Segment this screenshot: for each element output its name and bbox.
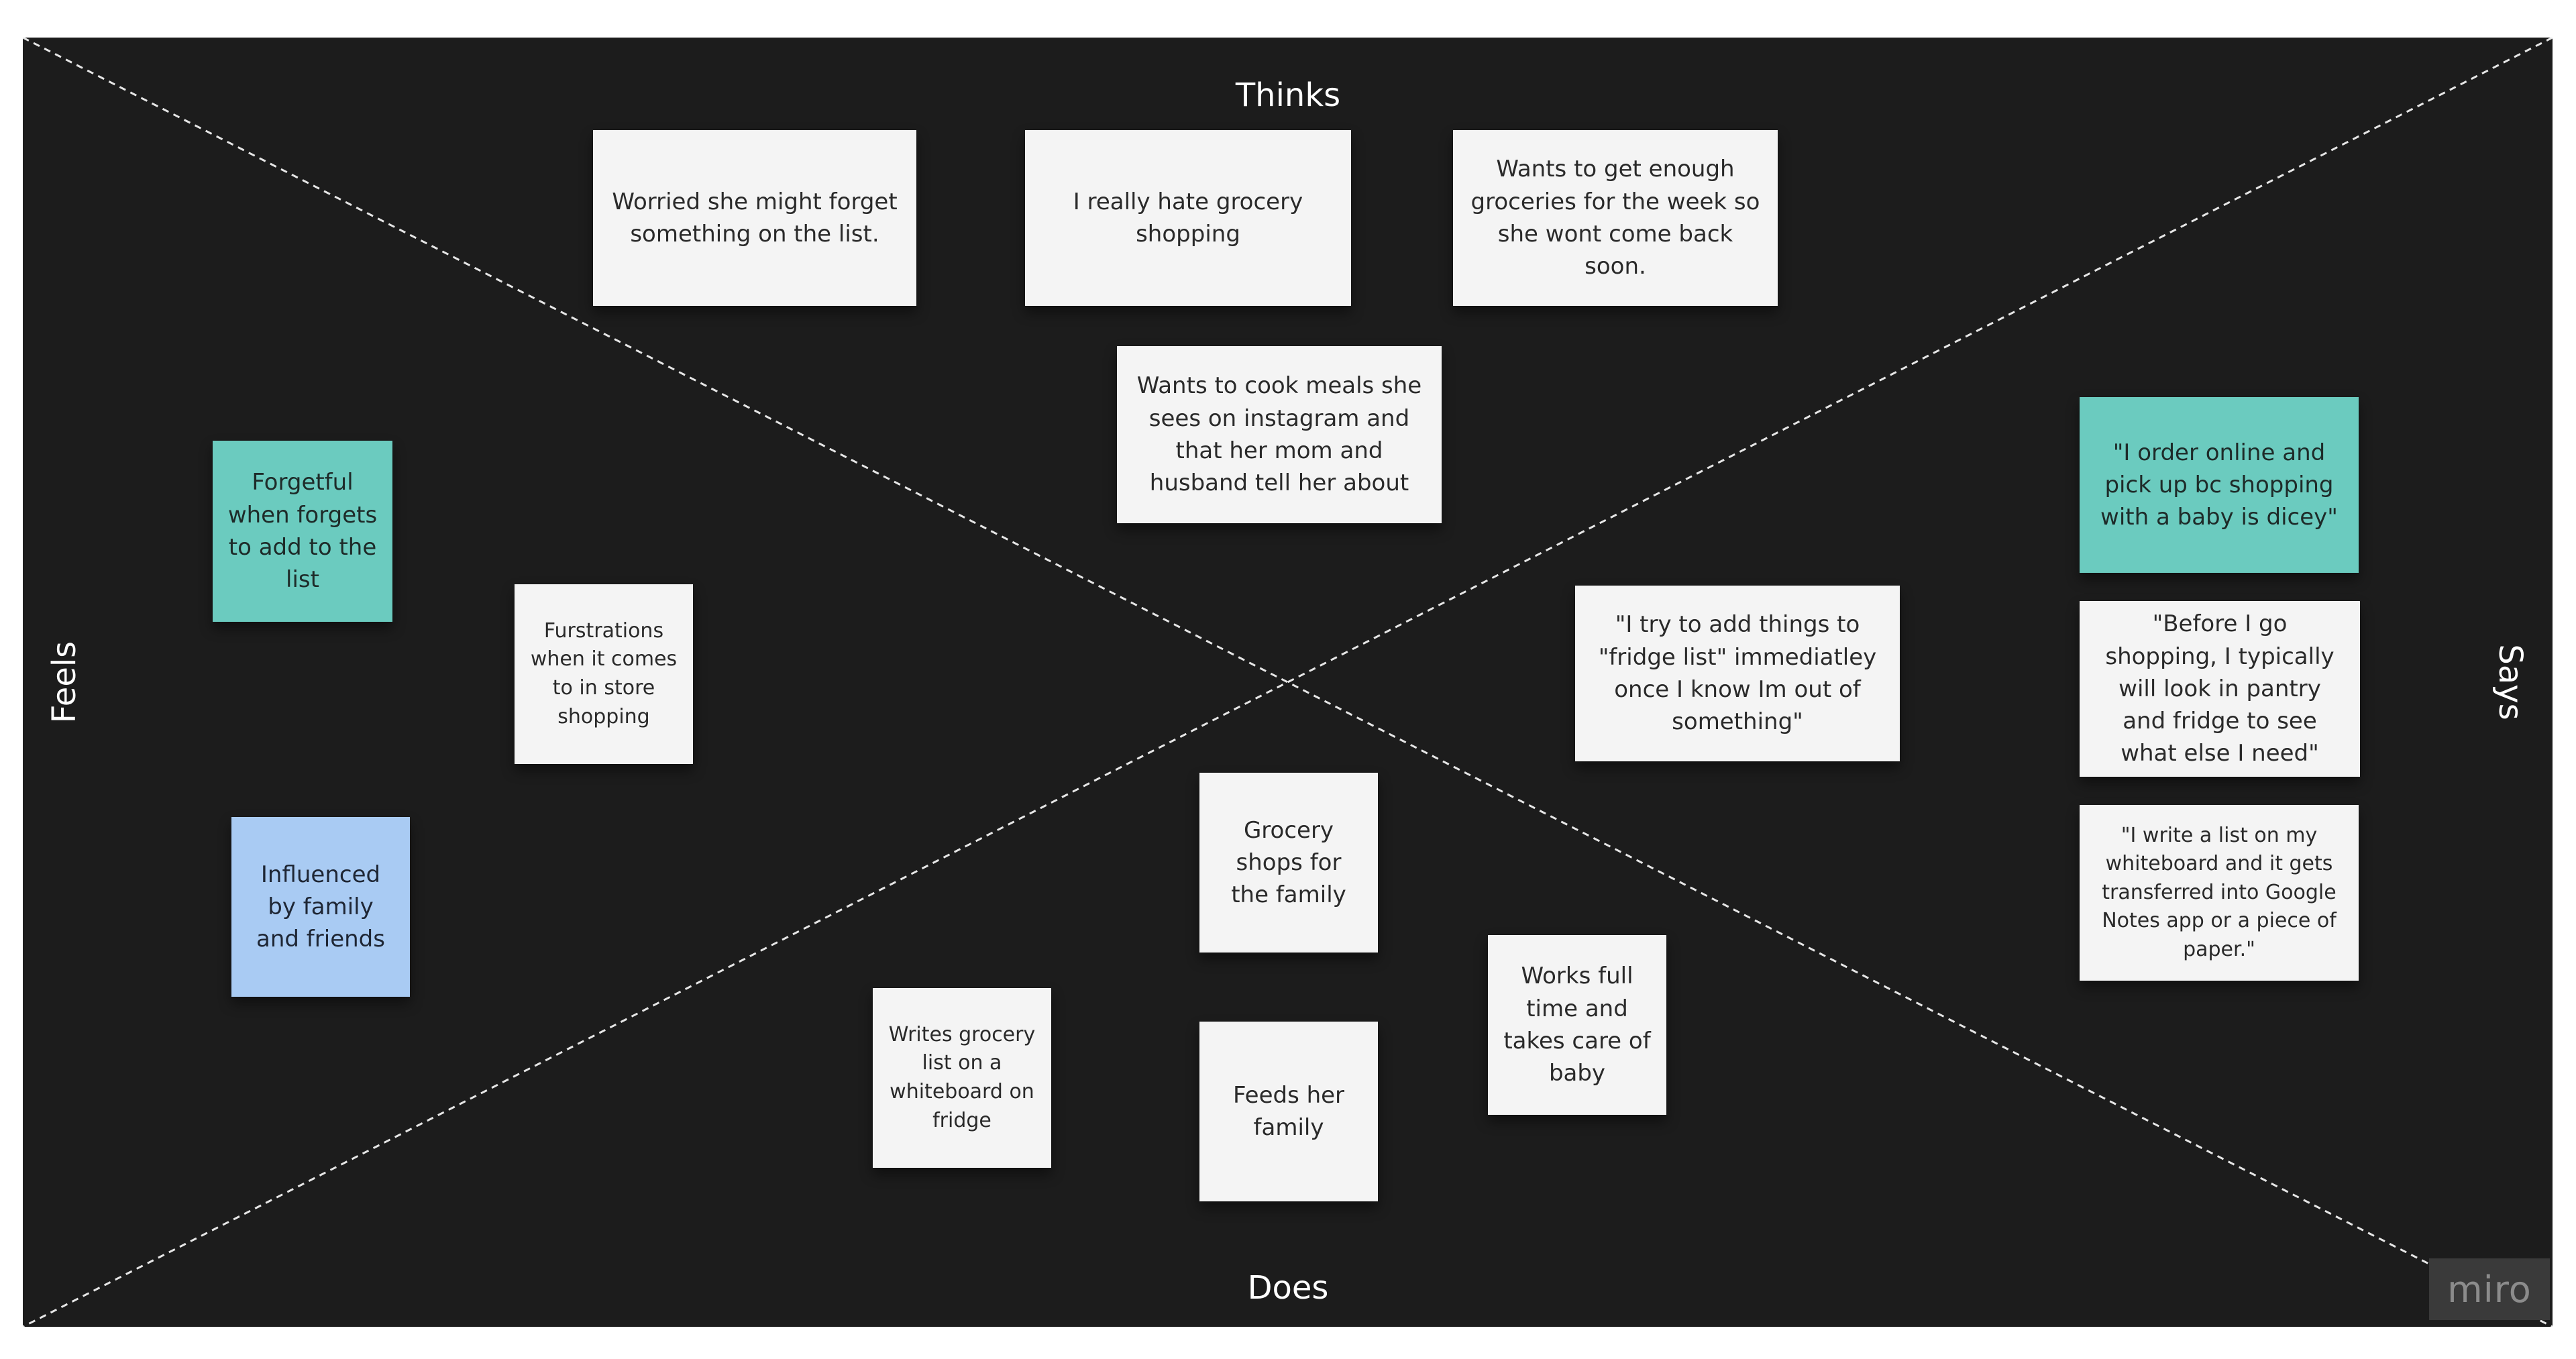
sticky-note-says-1[interactable]: "I order online and pick up bc shopping … <box>2080 397 2359 573</box>
diagonal-line-2 <box>23 38 2553 1327</box>
sticky-note-says-4[interactable]: "I try to add things to "fridge list" im… <box>1575 586 1900 761</box>
sticky-note-does-4[interactable]: Works full time and takes care of baby <box>1488 935 1666 1115</box>
quadrant-label-does: Does <box>1247 1269 1329 1307</box>
sticky-note-thinks-1[interactable]: Worried she might forget something on th… <box>593 130 916 306</box>
sticky-note-does-2[interactable]: Writes grocery list on a whiteboard on f… <box>873 988 1051 1168</box>
quadrant-diagonals <box>23 38 2553 1327</box>
sticky-note-says-3[interactable]: "I write a list on my whiteboard and it … <box>2080 805 2359 981</box>
sticky-note-feels-1[interactable]: Forgetful when forgets to add to the lis… <box>213 441 392 622</box>
quadrant-label-feels: Feels <box>46 641 83 724</box>
diagonal-line-1 <box>23 38 2553 1327</box>
empathy-map-board: Thinks Does Feels Says Worried she might… <box>23 38 2553 1327</box>
sticky-note-thinks-2[interactable]: I really hate grocery shopping <box>1025 130 1351 306</box>
sticky-note-says-2[interactable]: "Before I go shopping, I typically will … <box>2080 601 2360 777</box>
sticky-note-does-3[interactable]: Feeds her family <box>1199 1022 1378 1201</box>
sticky-note-feels-2[interactable]: Furstrations when it comes to in store s… <box>515 584 693 764</box>
sticky-note-thinks-3[interactable]: Wants to get enough groceries for the we… <box>1453 130 1778 306</box>
quadrant-label-says: Says <box>2491 644 2529 720</box>
sticky-note-thinks-4[interactable]: Wants to cook meals she sees on instagra… <box>1117 346 1442 523</box>
sticky-note-does-1[interactable]: Grocery shops for the family <box>1199 773 1378 953</box>
quadrant-label-thinks: Thinks <box>1235 76 1341 114</box>
sticky-note-feels-3[interactable]: Influenced by family and friends <box>231 817 410 997</box>
miro-logo: miro <box>2429 1258 2550 1320</box>
